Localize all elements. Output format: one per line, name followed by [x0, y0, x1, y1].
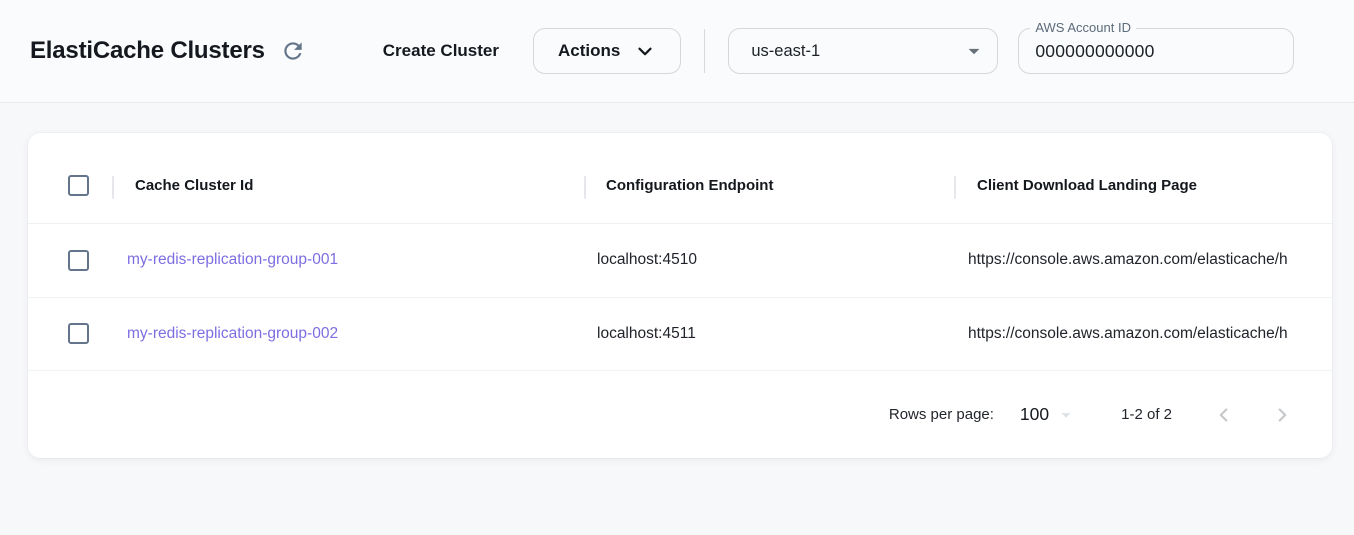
- rows-per-page-value: 100: [1019, 404, 1050, 425]
- column-separator: [584, 176, 586, 199]
- table-row: my-redis-replication-group-001 localhost…: [28, 224, 1332, 298]
- app-header: ElastiCache Clusters Create Cluster Acti…: [0, 0, 1354, 103]
- chevron-left-icon: [1213, 404, 1235, 426]
- column-header-configuration-endpoint[interactable]: Configuration Endpoint: [606, 176, 774, 194]
- page-title: ElastiCache Clusters: [30, 37, 265, 64]
- cache-cluster-id-link[interactable]: my-redis-replication-group-002: [127, 324, 339, 342]
- arrow-drop-down-icon: [961, 38, 987, 64]
- refresh-button[interactable]: [279, 37, 307, 65]
- cache-cluster-id-link[interactable]: my-redis-replication-group-001: [127, 251, 339, 269]
- actions-button[interactable]: Actions: [533, 28, 682, 74]
- rows-per-page-select[interactable]: 100: [1020, 404, 1077, 426]
- refresh-icon: [280, 38, 306, 64]
- rows-per-page-label: Rows per page:: [888, 406, 994, 424]
- region-selected-value: us-east-1: [751, 41, 821, 60]
- arrow-drop-down-icon: [1055, 404, 1077, 426]
- table-pagination: Rows per page: 100 1-2 of 2: [28, 371, 1332, 458]
- row-checkbox[interactable]: [68, 323, 89, 345]
- row-checkbox[interactable]: [68, 249, 89, 271]
- column-header-client-download-landing-page[interactable]: Client Download Landing Page: [977, 176, 1198, 194]
- main-content: Cache Cluster Id Configuration Endpoint …: [0, 133, 1354, 458]
- table-header-row: Cache Cluster Id Configuration Endpoint …: [28, 133, 1332, 224]
- region-select[interactable]: us-east-1: [728, 28, 999, 74]
- next-page-button[interactable]: [1268, 401, 1296, 429]
- aws-account-id-field: AWS Account ID: [1018, 20, 1295, 74]
- clusters-table: Cache Cluster Id Configuration Endpoint …: [28, 133, 1332, 458]
- client-download-url: https://console.aws.amazon.com/elasticac…: [968, 324, 1288, 342]
- create-cluster-button[interactable]: Create Cluster: [382, 41, 499, 60]
- select-all-checkbox[interactable]: [68, 175, 89, 197]
- client-download-url: https://console.aws.amazon.com/elasticac…: [968, 251, 1288, 269]
- column-separator: [112, 176, 114, 199]
- configuration-endpoint-value: localhost:4510: [597, 251, 697, 269]
- header-divider: [704, 29, 706, 73]
- column-header-cache-cluster-id[interactable]: Cache Cluster Id: [135, 176, 254, 194]
- chevron-right-icon: [1271, 404, 1293, 426]
- pagination-range: 1-2 of 2: [1121, 406, 1172, 424]
- actions-button-label: Actions: [558, 41, 621, 60]
- previous-page-button[interactable]: [1210, 401, 1238, 429]
- column-separator: [954, 176, 956, 199]
- configuration-endpoint-value: localhost:4511: [597, 324, 696, 342]
- chevron-down-icon: [634, 40, 656, 62]
- table-row: my-redis-replication-group-002 localhost…: [28, 298, 1332, 372]
- aws-account-id-input[interactable]: [1035, 40, 1280, 62]
- aws-account-id-label: AWS Account ID: [1030, 20, 1136, 35]
